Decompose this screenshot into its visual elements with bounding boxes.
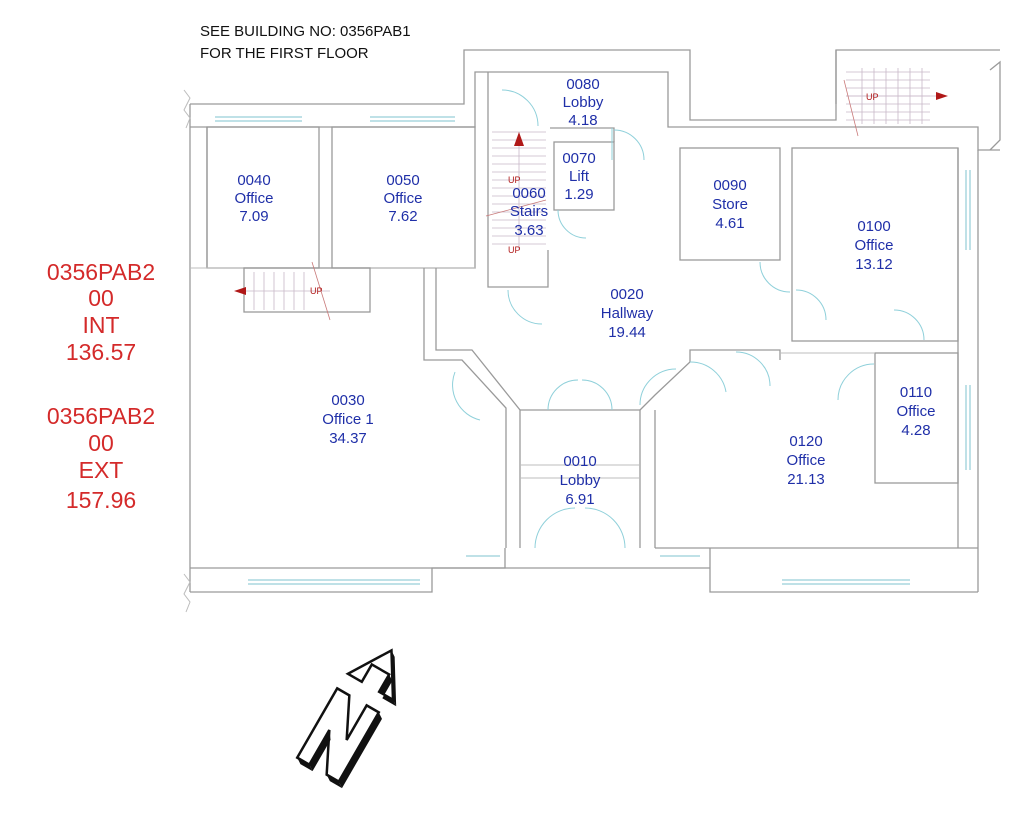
svg-text:7.62: 7.62 [388,208,417,225]
svg-text:0356PAB2: 0356PAB2 [47,259,155,285]
svg-text:Office: Office [384,190,423,207]
svg-text:0060: 0060 [512,185,545,202]
svg-text:0090: 0090 [713,177,746,194]
doors [452,89,925,549]
stair-up-label: UP [310,286,323,296]
room-0060: 0060 Stairs 3.63 [510,185,548,239]
stairs-left [234,261,371,321]
room-0020: 0020 Hallway 19.44 [601,286,654,341]
north-arrow-icon [295,648,397,789]
svg-text:0356PAB2: 0356PAB2 [47,403,155,429]
stairs-top-right [843,60,1001,151]
svg-text:0070: 0070 [562,150,595,167]
room-0080: 0080 Lobby 4.18 [563,76,604,129]
walls [189,49,1000,593]
svg-text:Lift: Lift [569,168,590,185]
svg-text:0010: 0010 [563,453,596,470]
svg-text:Hallway: Hallway [601,305,654,322]
svg-text:Store: Store [712,196,748,213]
room-0050: 0050 Office 7.62 [384,172,423,225]
svg-text:Office: Office [855,237,894,254]
svg-text:0040: 0040 [237,172,270,189]
svg-text:4.61: 4.61 [715,215,744,232]
svg-text:0100: 0100 [857,218,890,235]
room-0040: 0040 Office 7.09 [235,172,274,225]
svg-text:EXT: EXT [79,457,124,483]
svg-text:19.44: 19.44 [608,324,646,341]
stair-arrow-right-icon [936,92,948,100]
svg-text:13.12: 13.12 [855,256,893,273]
svg-text:21.13: 21.13 [787,471,825,488]
room-0100: 0100 Office 13.12 [855,218,894,273]
svg-text:INT: INT [82,312,119,338]
svg-text:Lobby: Lobby [560,472,601,489]
windows [215,116,971,585]
svg-text:3.63: 3.63 [514,222,543,239]
svg-text:Lobby: Lobby [563,94,604,111]
svg-text:Office 1: Office 1 [322,411,373,428]
side-label-ext: 0356PAB2 00 EXT 157.96 [47,403,155,513]
room-0070: 0070 Lift 1.29 [562,150,595,203]
svg-text:0110: 0110 [900,384,932,401]
svg-text:136.57: 136.57 [66,339,136,365]
room-0010: 0010 Lobby 6.91 [560,453,601,508]
break-lines [183,89,191,613]
svg-text:34.37: 34.37 [329,430,367,447]
svg-text:4.18: 4.18 [568,112,597,129]
svg-text:00: 00 [88,430,114,456]
svg-text:6.91: 6.91 [565,491,594,508]
stair-up-label: UP [866,92,879,102]
room-0090: 0090 Store 4.61 [712,177,748,232]
room-0120: 0120 Office 21.13 [787,433,826,488]
svg-text:Office: Office [897,403,936,420]
svg-text:0050: 0050 [386,172,419,189]
side-label-int: 0356PAB2 00 INT 136.57 [47,259,155,365]
svg-text:0120: 0120 [789,433,822,450]
svg-text:7.09: 7.09 [239,208,268,225]
svg-text:Stairs: Stairs [510,203,548,220]
room-0110: 0110 Office 4.28 [897,384,936,439]
header-note-line-1: SEE BUILDING NO: 0356PAB1 [200,23,411,40]
svg-text:Office: Office [235,190,274,207]
svg-text:Office: Office [787,452,826,469]
svg-text:1.29: 1.29 [564,186,593,203]
stair-arrow-up-icon [514,132,524,146]
svg-text:0030: 0030 [331,392,364,409]
svg-text:4.28: 4.28 [901,422,930,439]
stair-arrow-left-icon [234,287,246,295]
room-0030: 0030 Office 1 34.37 [322,392,373,447]
header-note-line-2: FOR THE FIRST FLOOR [200,45,369,62]
svg-text:00: 00 [88,285,114,311]
svg-text:0080: 0080 [566,76,599,93]
stair-up-label: UP [508,245,521,255]
svg-text:0020: 0020 [610,286,643,303]
stair-up-label: UP [508,175,521,185]
stairs-0060 [485,131,547,250]
svg-text:157.96: 157.96 [66,487,136,513]
